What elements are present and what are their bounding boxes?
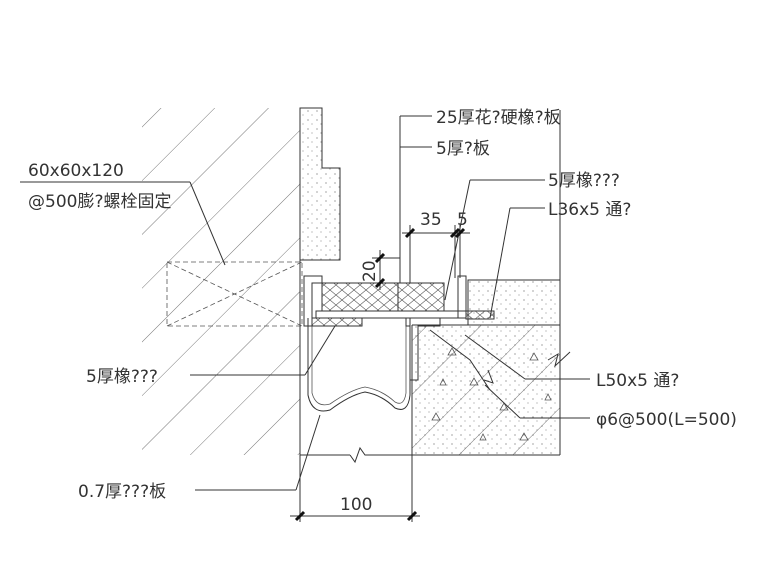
label-bolt-fix: @500膨?螺栓固定 xyxy=(28,192,171,212)
granite-board xyxy=(315,282,467,319)
angle-50 xyxy=(405,317,441,381)
label-sheet-07: 0.7厚???板 xyxy=(78,482,166,502)
dim-label-100: 100 xyxy=(340,495,372,515)
label-rubber-left: 5厚橡??? xyxy=(86,367,158,387)
wall-plaster xyxy=(299,107,341,261)
label-bolt-size: 60x60x120 xyxy=(28,161,124,181)
rebar xyxy=(429,329,494,391)
left-wall xyxy=(142,108,301,455)
label-steel-plate: 5厚?板 xyxy=(436,139,490,159)
joint-gap xyxy=(300,446,560,464)
bolt-anchor xyxy=(166,261,303,327)
label-angle-50: L50x5 通? xyxy=(596,371,679,391)
dim-35-5 xyxy=(402,225,470,283)
dim-label-5: 5 xyxy=(457,210,468,230)
right-angle-36 xyxy=(457,275,495,320)
dim-label-35: 35 xyxy=(420,210,442,230)
metal-sheet-07 xyxy=(307,318,411,412)
break-symbol xyxy=(547,351,571,368)
dim-20 xyxy=(372,250,400,290)
dim-100 xyxy=(290,455,420,522)
label-angle-36: L36x5 通? xyxy=(548,200,631,220)
label-rubber-top: 5厚橡??? xyxy=(548,171,620,191)
label-granite-board: 25厚花?硬橡?板 xyxy=(436,108,561,128)
label-rebar: φ6@500(L=500) xyxy=(596,410,737,430)
dim-label-20: 20 xyxy=(360,260,380,282)
right-slab xyxy=(411,324,560,455)
leaders xyxy=(20,115,590,491)
